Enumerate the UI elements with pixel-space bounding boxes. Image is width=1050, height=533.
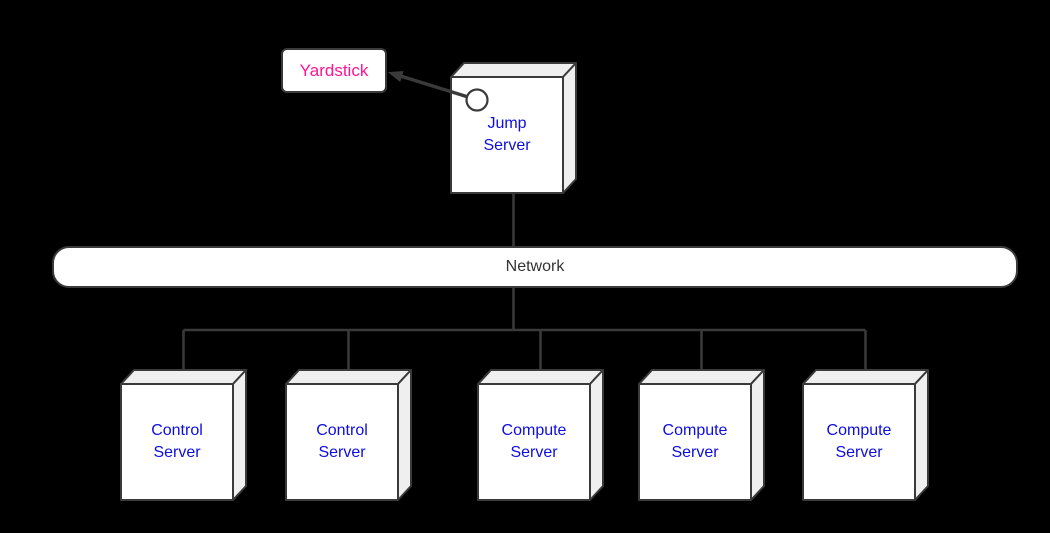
compute-server-label: Compute Server: [501, 422, 567, 461]
server-3d-box-shape: [802, 369, 929, 501]
server-3d-box-shape: [285, 369, 412, 501]
server-3d-box-shape: [477, 369, 604, 501]
port-circle-icon: [465, 88, 489, 112]
node-yardstick: Yardstick: [281, 48, 387, 93]
server-3d-box-shape: [638, 369, 765, 501]
node-network: Network: [52, 246, 1018, 288]
network-label: Network: [505, 258, 565, 275]
yardstick-label: Yardstick: [299, 60, 369, 80]
jump-server-label: Jump Server: [483, 115, 531, 154]
server-3d-box-shape: [450, 62, 577, 194]
control-server-label: Control Server: [316, 422, 368, 461]
node-compute-server-2: Compute Server: [638, 368, 765, 501]
server-3d-box-shape: [120, 369, 247, 501]
node-control-server-2: Control Server: [285, 368, 412, 501]
node-jump-server: Jump Server: [450, 61, 577, 194]
arrowhead-icon: [387, 70, 404, 82]
control-server-label: Control Server: [151, 422, 203, 461]
compute-server-label: Compute Server: [662, 422, 728, 461]
node-control-server-1: Control Server: [120, 368, 247, 501]
node-compute-server-1: Compute Server: [477, 368, 604, 501]
compute-server-label: Compute Server: [826, 422, 892, 461]
node-compute-server-3: Compute Server: [802, 368, 929, 501]
arrow-shaft: [400, 74, 468, 99]
